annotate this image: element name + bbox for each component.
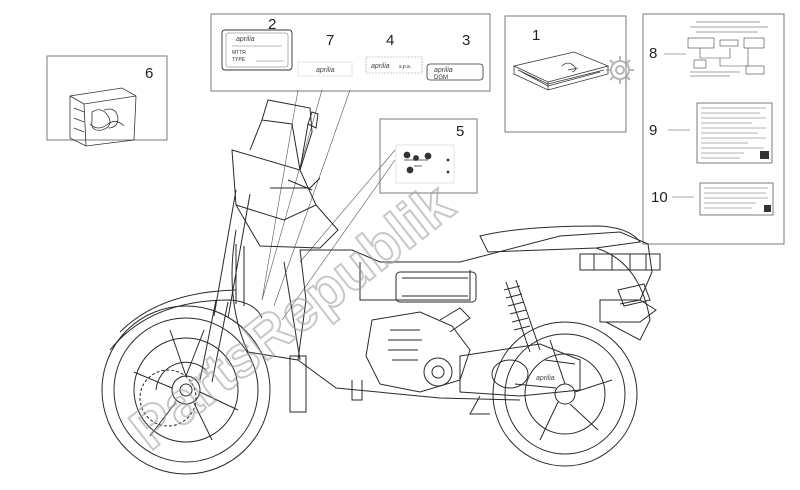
front-wheel xyxy=(101,305,271,475)
callout-1: 1 xyxy=(532,27,540,44)
rear-wheel xyxy=(492,321,638,467)
side-brand: aprilia xyxy=(536,375,555,382)
sticker-3-text: DGM xyxy=(434,75,448,81)
callout-2: 2 xyxy=(268,16,276,33)
sticker-3-brand: aprilia xyxy=(434,67,453,74)
leg-shield xyxy=(231,229,307,361)
callout-3: 3 xyxy=(462,32,470,49)
decal-kit-box: 6 xyxy=(46,55,168,147)
sticker-7-brand: aprilia xyxy=(316,67,335,74)
labels-box: aprilia MTTR TYPE aprilia aprilia s.p.a.… xyxy=(210,13,491,92)
tech-labels-box: 8 9 10 xyxy=(642,13,785,245)
gear-icon xyxy=(606,56,634,84)
callout-6: 6 xyxy=(145,65,153,82)
sticker-4-brand: aprilia xyxy=(371,63,390,70)
watermark: PartsRepublik xyxy=(117,169,467,463)
callout-4: 4 xyxy=(386,32,394,49)
plate-line-1: MTTR xyxy=(232,50,246,56)
callout-10: 10 xyxy=(651,189,668,206)
sticker-3: aprilia DGM xyxy=(426,63,484,81)
decal-kit-icon xyxy=(69,87,137,147)
manual-book-icon xyxy=(512,51,610,91)
callout-5: 5 xyxy=(456,123,464,140)
engine xyxy=(365,307,471,393)
watermark-text: PartsRepublik xyxy=(118,170,466,462)
transmission-cover xyxy=(459,343,581,397)
sticker-4-suffix: s.p.a. xyxy=(399,64,411,70)
manual-box: 1 xyxy=(504,15,634,133)
leader-lines xyxy=(261,89,396,321)
emission-label xyxy=(696,102,773,164)
id-plate: aprilia MTTR TYPE xyxy=(221,29,293,71)
plate-brand: aprilia xyxy=(236,36,255,43)
sticker-7: aprilia xyxy=(297,61,353,77)
sticker-4: aprilia s.p.a. xyxy=(365,56,423,74)
callout-9: 9 xyxy=(649,122,657,139)
fuel-tank xyxy=(395,271,477,303)
decal-sheet-box: 5 xyxy=(379,118,478,194)
callout-7: 7 xyxy=(326,32,334,49)
callout-8: 8 xyxy=(649,45,657,62)
plate-line-2: TYPE xyxy=(232,57,246,63)
seat xyxy=(479,225,641,253)
schematic-label xyxy=(687,21,768,77)
warning-label xyxy=(699,182,774,216)
rear-shock xyxy=(505,279,541,353)
scooter-drawing: aprilia xyxy=(101,99,661,475)
decal-sheet-icon xyxy=(395,144,455,184)
